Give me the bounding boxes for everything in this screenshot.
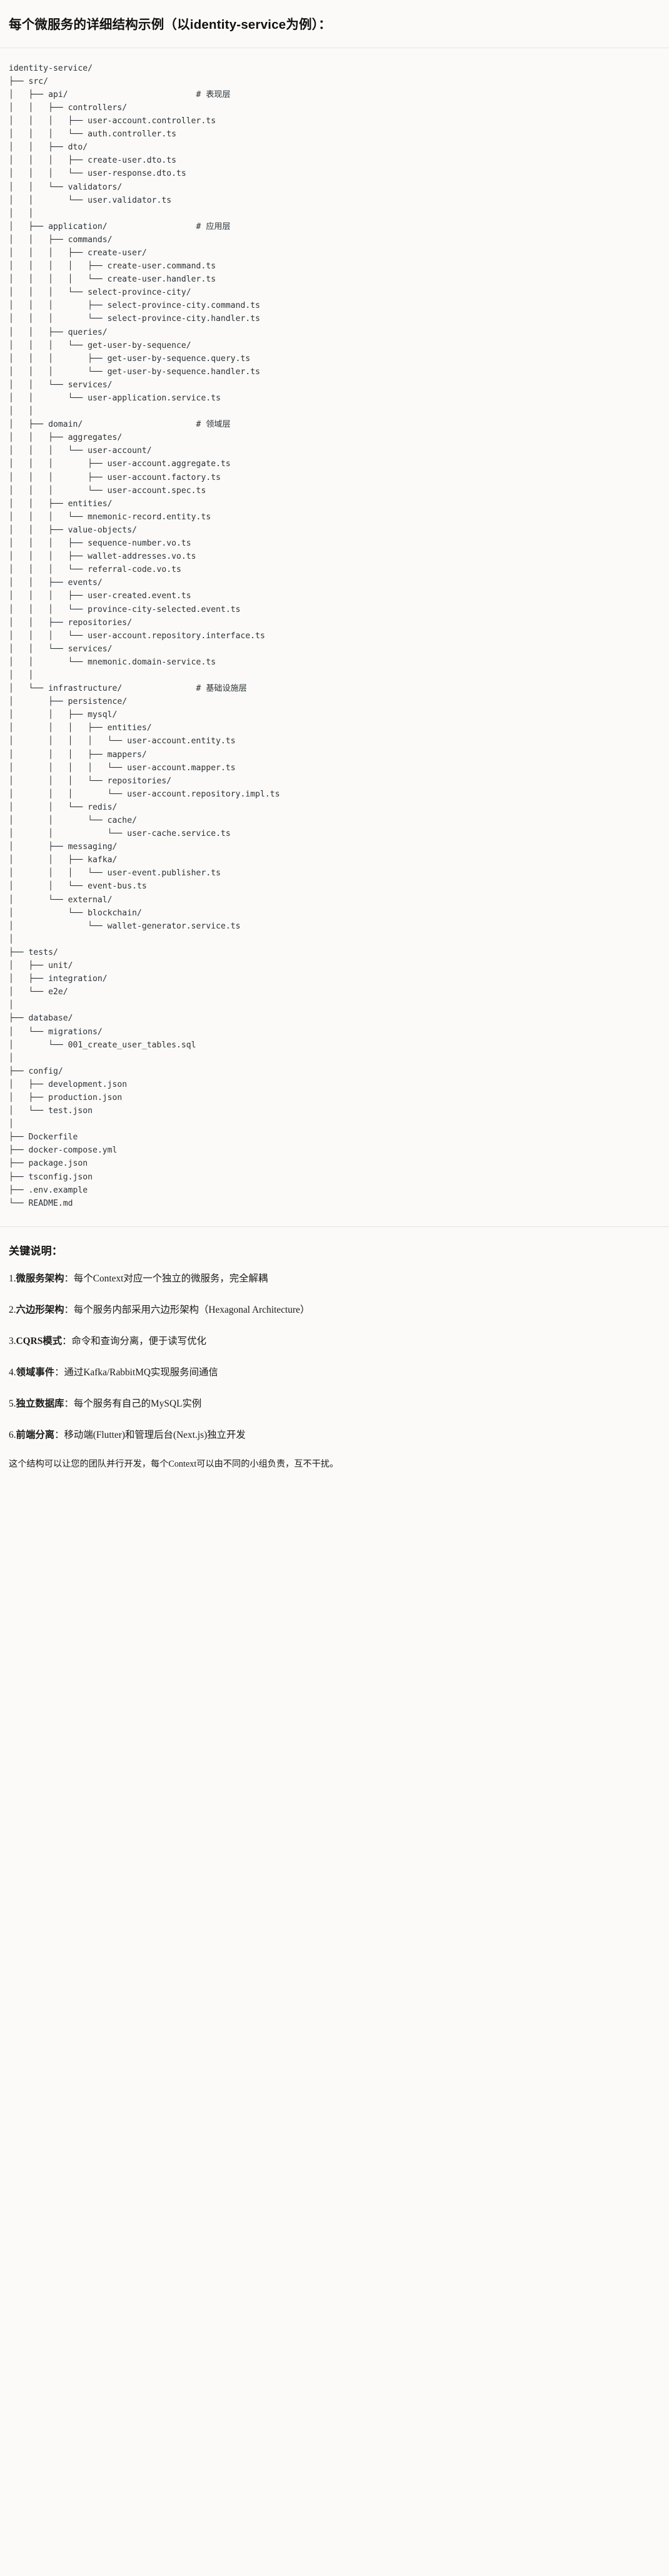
- closing-paragraph: 这个结构可以让您的团队并行开发，每个Context可以由不同的小组负责，互不干扰…: [9, 1459, 339, 1470]
- page-root: 每个微服务的详细结构示例（以identity-service为例）： ident…: [0, 0, 669, 1489]
- note-description: 每个服务有自己的MySQL实例: [73, 1398, 202, 1410]
- note-term: 独立数据库: [16, 1398, 64, 1410]
- note-description: 每个Context对应一个独立的微服务，完全解耦: [73, 1273, 268, 1284]
- key-notes-list: 1.微服务架构：每个Context对应一个独立的微服务，完全解耦 2.六边形架构…: [9, 1271, 660, 1443]
- key-notes-title: 关键说明：: [9, 1245, 63, 1257]
- note-separator: ：: [64, 1398, 74, 1410]
- note-number: 3.: [9, 1336, 16, 1347]
- note-number: 5.: [9, 1398, 16, 1410]
- note-separator: ：: [62, 1336, 72, 1347]
- note-term: 前端分离: [16, 1430, 55, 1441]
- note-term: 微服务架构: [16, 1273, 64, 1284]
- note-term: CQRS模式: [16, 1336, 63, 1347]
- note-description: 移动端(Flutter)和管理后台(Next.js)独立开发: [64, 1430, 246, 1441]
- list-item: 1.微服务架构：每个Context对应一个独立的微服务，完全解耦: [9, 1271, 660, 1286]
- note-description: 每个服务内部采用六边形架构（Hexagonal Architecture）: [73, 1304, 310, 1315]
- list-item: 5.独立数据库：每个服务有自己的MySQL实例: [9, 1397, 660, 1411]
- note-term: 六边形架构: [16, 1304, 64, 1315]
- directory-tree-section: identity-service/ ├── src/ │ ├── api/ # …: [0, 48, 669, 1227]
- note-number: 4.: [9, 1367, 16, 1378]
- header-section: 每个微服务的详细结构示例（以identity-service为例）：: [0, 0, 669, 48]
- note-description: 通过Kafka/RabbitMQ实现服务间通信: [64, 1367, 218, 1378]
- key-notes-section: 关键说明： 1.微服务架构：每个Context对应一个独立的微服务，完全解耦 2…: [0, 1227, 669, 1489]
- note-number: 1.: [9, 1273, 16, 1284]
- note-description: 命令和查询分离，便于读写优化: [71, 1336, 206, 1347]
- note-term: 领域事件: [16, 1367, 55, 1378]
- list-item: 2.六边形架构：每个服务内部采用六边形架构（Hexagonal Architec…: [9, 1303, 660, 1317]
- page-title: 每个微服务的详细结构示例（以identity-service为例）：: [9, 18, 331, 32]
- list-item: 4.领域事件：通过Kafka/RabbitMQ实现服务间通信: [9, 1365, 660, 1380]
- list-item: 6.前端分离：移动端(Flutter)和管理后台(Next.js)独立开发: [9, 1428, 660, 1442]
- note-number: 6.: [9, 1430, 16, 1441]
- note-separator: ：: [64, 1304, 74, 1315]
- note-separator: ：: [64, 1273, 74, 1284]
- note-separator: ：: [54, 1367, 64, 1378]
- note-separator: ：: [54, 1430, 64, 1441]
- note-number: 2.: [9, 1304, 16, 1315]
- directory-tree: identity-service/ ├── src/ │ ├── api/ # …: [9, 63, 280, 1208]
- list-item: 3.CQRS模式：命令和查询分离，便于读写优化: [9, 1334, 660, 1348]
